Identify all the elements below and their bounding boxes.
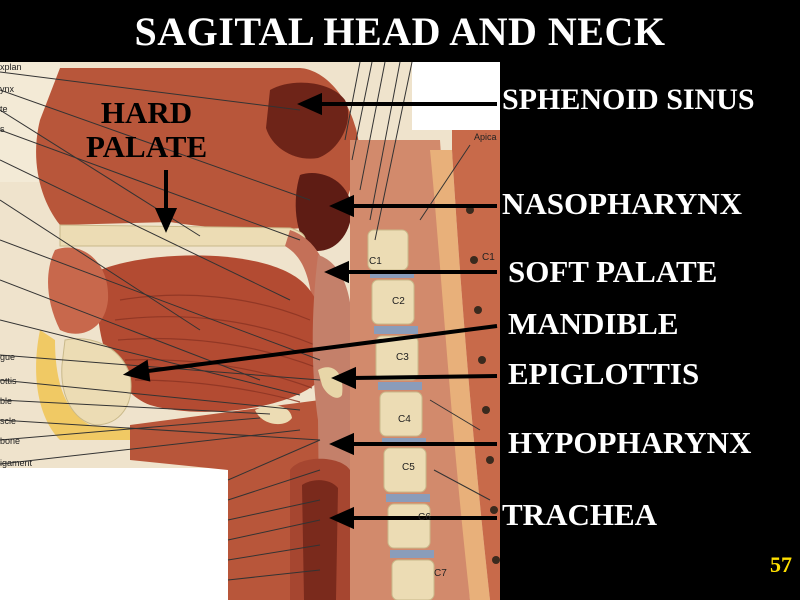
vertebra-label: C1 — [369, 256, 382, 267]
label-hypopharynx: HYPOPHARYNX — [508, 425, 752, 460]
slide-title: SAGITAL HEAD AND NECK — [134, 9, 666, 54]
lips — [48, 247, 109, 334]
edge-fragment: scle — [0, 416, 17, 426]
mandible-bone — [61, 338, 132, 426]
label-arrows — [122, 92, 498, 530]
vertebra-label: C7 — [434, 568, 447, 579]
hard-palate-label: HARD PALATE — [86, 95, 208, 165]
vertebra-label: C6 — [418, 512, 431, 523]
vertebrae — [367, 229, 435, 600]
edge-fragment: te — [0, 104, 8, 114]
edge-fragment: ynx — [0, 84, 15, 94]
posterior-dots — [466, 206, 500, 564]
leader-lines — [0, 61, 491, 581]
vertebra-label: C4 — [398, 414, 411, 425]
trachea-lumen — [302, 480, 338, 600]
nasopharynx-cavity — [295, 173, 352, 251]
vertebra-label: C1 — [482, 252, 495, 263]
label-sphenoid-sinus: SPHENOID SINUS — [502, 83, 755, 116]
hard-palate-line1: HARD — [100, 95, 193, 130]
edge-fragment: xplan — [0, 62, 22, 72]
label-trachea: TRACHEA — [502, 497, 658, 532]
vertebra-label: C3 — [396, 352, 409, 363]
hyoid-bone — [255, 405, 292, 425]
epiglottis-flap — [318, 367, 343, 398]
edge-fragment: bone — [0, 436, 21, 446]
edge-fragment: Apica — [474, 132, 497, 142]
sphenoid-sinus-cavity — [266, 82, 349, 159]
label-mandible: MANDIBLE — [508, 306, 679, 341]
edge-fragment: ble — [0, 396, 13, 406]
page-number: 57 — [770, 552, 792, 577]
hard-palate-line2: PALATE — [86, 129, 208, 165]
label-nasopharynx: NASOPHARYNX — [502, 186, 743, 221]
tongue-mass — [97, 255, 325, 412]
edge-fragment: igament — [0, 458, 33, 468]
vertebra-label: C5 — [402, 462, 415, 473]
label-epiglottis: EPIGLOTTIS — [508, 356, 700, 391]
neck-front-tissue — [130, 400, 335, 600]
edge-fragment: ottis — [0, 376, 17, 386]
vertebra-label: C2 — [392, 296, 405, 307]
edge-fragment: gue — [0, 352, 16, 362]
label-soft-palate: SOFT PALATE — [508, 254, 718, 289]
white-patch-top — [412, 62, 500, 130]
white-patch-bottom-left — [0, 468, 228, 600]
edge-fragment: s — [0, 124, 5, 134]
tongue-fibers — [114, 294, 319, 403]
posterior-neck — [452, 130, 500, 600]
